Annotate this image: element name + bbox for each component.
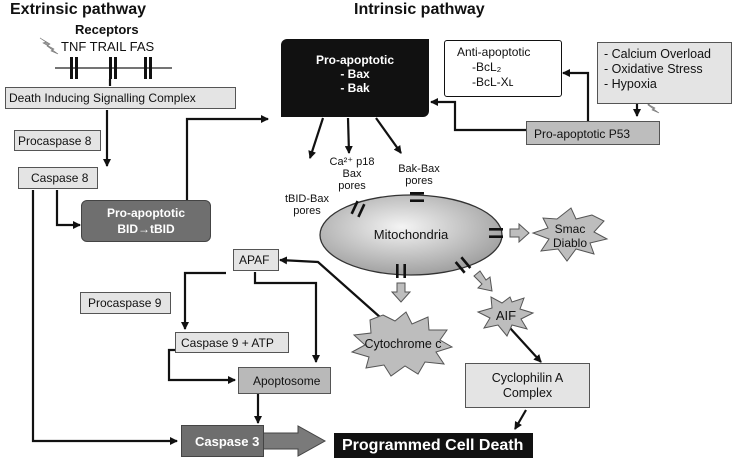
cyclophilin-a-complex-box: Cyclophilin A Complex	[465, 363, 590, 408]
cytochrome-arrow-icon	[390, 282, 412, 303]
extrinsic-connectors	[31, 79, 269, 445]
pro-apoptotic-p53-box: Pro-apoptotic P53	[526, 121, 660, 145]
mitochondria-label: Mitochondria	[373, 227, 449, 242]
bax-label: - Bax	[340, 67, 370, 81]
anti-apoptotic-box: Anti-apoptotic -BcL₂ -BcL-Xʟ	[444, 40, 562, 97]
stress-factors-box: - Calcium Overload - Oxidative Stress - …	[597, 42, 732, 104]
death-inducing-signalling-complex: Death Inducing Signalling Complex	[5, 87, 236, 109]
bak-pores-text: pores	[405, 175, 433, 187]
procaspase-9-box: Procaspase 9	[80, 292, 171, 314]
bid-title: Pro-apoptotic	[107, 206, 185, 220]
apaf-box: APAF	[233, 249, 279, 271]
programmed-cell-death-box: Programmed Cell Death	[334, 433, 533, 458]
diablo-text: Diablo	[552, 236, 588, 250]
smac-arrow-icon	[509, 222, 530, 244]
intrinsic-pathway-heading: Intrinsic pathway	[354, 1, 485, 18]
procaspase-8-box: Procaspase 8	[14, 130, 101, 151]
cytochrome-c-label: Cytochrome c	[364, 337, 442, 351]
intrinsic-connectors	[167, 69, 641, 430]
tbid-bax-text: tBID-Bax	[284, 193, 329, 205]
smac-diablo-label: Smac Diablo	[540, 222, 600, 250]
bcl2-label: -BcL₂	[472, 60, 502, 74]
tbid-bax-pores-label: tBID-Bax pores	[279, 193, 335, 217]
bak-label: - Bak	[340, 81, 370, 95]
ca-p18-bax-pores-label: Ca²⁺ p18 Bax pores	[322, 156, 382, 192]
apoptosome-box: Apoptosome	[238, 367, 331, 394]
ca-p18-text: Ca²⁺ p18	[329, 156, 375, 168]
bid-tbid-label: BID→tBID	[117, 222, 175, 236]
pore-markers	[350, 192, 503, 278]
smac-diablo-burst	[531, 207, 609, 262]
complex-text: Complex	[502, 386, 553, 400]
bak-bax-pores-label: Bak-Bax pores	[391, 163, 447, 187]
caspase-8-box: Caspase 8	[18, 167, 98, 189]
caspase3-output-arrow	[262, 425, 327, 457]
oxidative-stress-label: - Oxidative Stress	[604, 62, 703, 76]
receptor-names: TNF TRAIL FAS	[61, 39, 155, 54]
hypoxia-label: - Hypoxia	[604, 77, 657, 91]
mitochondria	[319, 194, 503, 276]
aif-burst	[476, 296, 535, 337]
ca-pores-text: pores	[338, 180, 366, 192]
calcium-overload-label: - Calcium Overload	[604, 47, 711, 61]
pro-apoptotic-bax-bak-box: Pro-apoptotic - Bax - Bak	[281, 39, 429, 117]
signal-bolt-icon	[39, 37, 59, 55]
receptors-title: Receptors	[75, 22, 139, 37]
receptor-membrane	[55, 57, 172, 79]
bid-tbid-box: Pro-apoptotic BID→tBID	[81, 200, 211, 242]
extrinsic-pathway-heading: Extrinsic pathway	[10, 1, 147, 18]
pro-apoptotic-title: Pro-apoptotic	[316, 53, 394, 67]
tbid-pores-text: pores	[293, 205, 321, 217]
cytochrome-burst	[350, 311, 454, 377]
caspase-3-box: Caspase 3	[181, 425, 264, 457]
caspase-9-atp-box: Caspase 9 + ATP	[175, 332, 289, 353]
smac-text: Smac	[554, 222, 586, 236]
ca-bax-text: Bax	[342, 168, 362, 180]
aif-label: AIF	[495, 308, 517, 323]
cyclophilin-text: Cyclophilin A	[491, 371, 564, 385]
aif-arrow-icon	[473, 270, 493, 292]
bclxl-label: -BcL-Xʟ	[472, 75, 514, 89]
bak-bax-text: Bak-Bax	[398, 163, 440, 175]
anti-apoptotic-title: Anti-apoptotic	[457, 45, 531, 59]
